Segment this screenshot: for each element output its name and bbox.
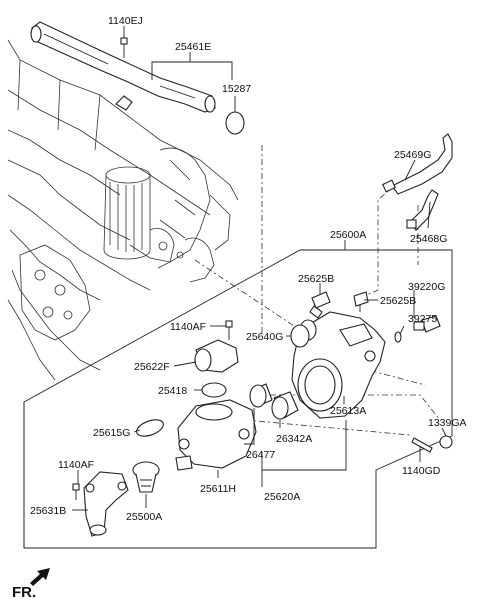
sensor-39220g[interactable]	[413, 315, 441, 333]
label-1140gd: 1140GD	[402, 465, 441, 477]
label-1140af-top: 1140AF	[170, 321, 206, 333]
bolt-1140af-top[interactable]	[225, 320, 233, 340]
hose-25469g[interactable]	[382, 133, 453, 195]
label-25600a: 25600A	[330, 229, 366, 241]
front-label: FR.	[12, 584, 36, 601]
gasket-25615g[interactable]	[134, 417, 165, 440]
label-25625b-left: 25625B	[298, 273, 334, 285]
label-26342a: 26342A	[276, 433, 312, 445]
label-25469g: 25469G	[394, 149, 431, 161]
label-25622f: 25622F	[134, 361, 170, 373]
label-25613a: 25613A	[330, 405, 366, 417]
label-25640g: 25640G	[246, 331, 283, 343]
cover-25631b[interactable]	[83, 471, 129, 537]
fitting-25625b-right[interactable]	[353, 291, 369, 312]
label-25615g: 25615G	[93, 427, 130, 439]
thermostat-25500a[interactable]	[132, 461, 160, 493]
thermostat-housing-25611h[interactable]	[175, 399, 257, 471]
label-25631b: 25631B	[30, 505, 66, 517]
o-ring-25418[interactable]	[201, 382, 227, 398]
label-39275: 39275	[408, 313, 437, 325]
label-26477: 26477	[246, 449, 275, 461]
label-1140ej: 1140EJ	[108, 15, 143, 27]
label-leaders	[72, 26, 447, 511]
label-25461e: 25461E	[175, 41, 211, 53]
label-25468g: 25468G	[410, 233, 447, 245]
bolt-1140ej[interactable]	[120, 37, 128, 58]
label-1140af-bottom: 1140AF	[58, 459, 94, 471]
gasket-39275[interactable]	[394, 331, 402, 343]
label-25611h: 25611H	[200, 483, 236, 495]
label-25500a: 25500A	[126, 511, 162, 523]
housing-25613a[interactable]	[291, 311, 386, 419]
front-arrow-icon	[30, 568, 50, 586]
label-25418: 25418	[158, 385, 187, 397]
bolt-1339ga[interactable]	[439, 435, 453, 449]
label-1339ga: 1339GA	[428, 417, 467, 429]
front-marker: FR.	[12, 568, 50, 601]
label-25625b-right: 25625B	[380, 295, 416, 307]
coupling-26342a[interactable]	[271, 391, 299, 420]
bolt-1140gd[interactable]	[411, 437, 433, 453]
label-15287: 15287	[222, 83, 251, 95]
coupling-26477[interactable]	[249, 383, 273, 408]
water-pipe-25461e[interactable]	[30, 21, 216, 113]
label-39220g: 39220G	[408, 281, 445, 293]
hose-25468g[interactable]	[406, 189, 439, 231]
fitting-25625b-left[interactable]	[309, 291, 331, 319]
o-ring-15287[interactable]	[225, 111, 245, 135]
fitting-25622f[interactable]	[194, 339, 239, 373]
bolt-1140af-bottom[interactable]	[72, 483, 80, 500]
engine-block-sketch	[7, 39, 239, 381]
assembly-outline	[23, 249, 453, 549]
seal-25640g[interactable]	[290, 324, 310, 348]
label-25620a: 25620A	[264, 491, 300, 503]
